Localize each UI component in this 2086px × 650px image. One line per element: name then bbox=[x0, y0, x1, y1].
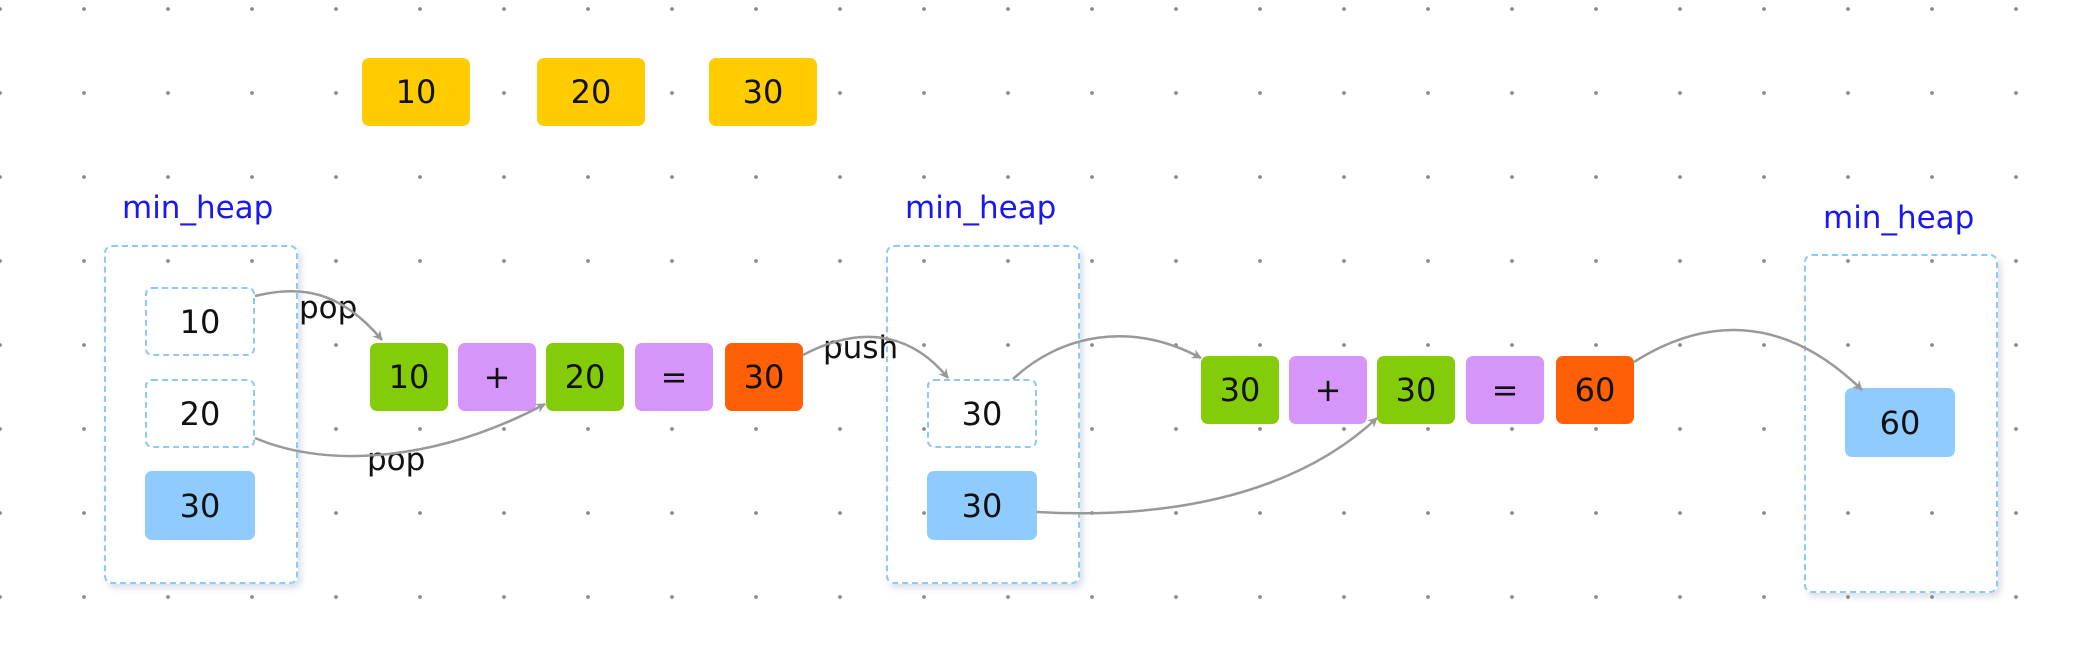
pop-arrow bbox=[1012, 335, 1202, 380]
min-heap-container bbox=[1804, 254, 1998, 593]
push-arrow bbox=[802, 335, 949, 379]
heap-label: min_heap bbox=[122, 190, 274, 226]
result-box: 60 bbox=[1556, 356, 1634, 424]
operand-box: 10 bbox=[370, 343, 448, 411]
equals-operator: = bbox=[635, 343, 713, 411]
heap-item-popped: 10 bbox=[145, 287, 255, 356]
plus-operator: + bbox=[458, 343, 536, 411]
input-value-box: 20 bbox=[537, 58, 645, 126]
operand-box: 30 bbox=[1201, 356, 1279, 424]
push-arrow bbox=[1633, 328, 1863, 391]
input-value-box: 30 bbox=[709, 58, 817, 126]
pop-label: pop bbox=[367, 442, 426, 478]
heap-item: 60 bbox=[1845, 388, 1955, 457]
pop-arrow bbox=[254, 402, 546, 458]
pop-arrow bbox=[1036, 417, 1378, 515]
result-box: 30 bbox=[725, 343, 803, 411]
heap-item: 30 bbox=[927, 471, 1037, 540]
heap-item: 30 bbox=[145, 471, 255, 540]
heap-label: min_heap bbox=[905, 190, 1057, 226]
heap-label: min_heap bbox=[1823, 200, 1975, 236]
operand-box: 20 bbox=[546, 343, 624, 411]
plus-operator: + bbox=[1289, 356, 1367, 424]
operand-box: 30 bbox=[1377, 356, 1455, 424]
equals-operator: = bbox=[1466, 356, 1544, 424]
pop-arrow bbox=[254, 289, 383, 341]
heap-item-popped: 20 bbox=[145, 379, 255, 448]
heap-item-pushed: 30 bbox=[927, 379, 1037, 448]
min-heap-container bbox=[886, 245, 1080, 584]
min-heap-container bbox=[104, 245, 298, 584]
input-value-box: 10 bbox=[362, 58, 470, 126]
